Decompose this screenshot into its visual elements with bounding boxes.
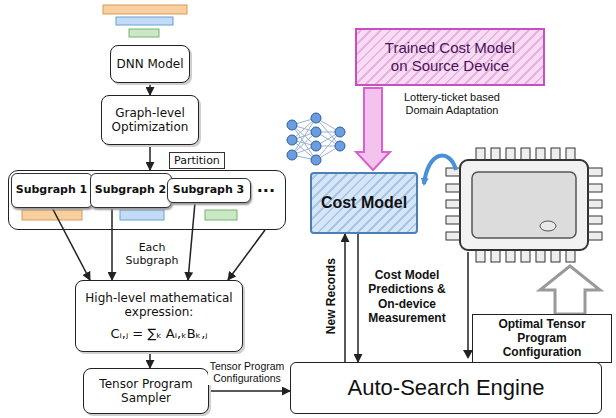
connector [344, 234, 346, 362]
chip-pin [446, 232, 460, 240]
node-text: Graph-level Optimization [102, 106, 198, 135]
process-box: Graph-level Optimization [101, 95, 199, 145]
node-text: High-level mathematical expression: [76, 291, 242, 320]
adaptation-arrow [356, 88, 390, 170]
chip-pin [536, 148, 545, 160]
chip-pin [506, 148, 515, 160]
nn-neuron [287, 150, 297, 160]
connector [149, 83, 151, 95]
chip-pin [588, 184, 602, 192]
subgraph-box: Subgraph 2 [90, 173, 172, 208]
chip-pin [491, 250, 500, 262]
chip-mark [540, 221, 556, 231]
chip-pin [588, 200, 602, 208]
chip-pin [551, 148, 560, 160]
nn-neuron [287, 120, 297, 130]
node-text: Subgraph 3 [173, 183, 245, 196]
note-label: Each Subgraph [122, 241, 182, 267]
chip-pin [446, 168, 460, 176]
node-text: Cᵢ,ⱼ = ∑ₖ Aᵢ,ₖBₖ,ⱼ [110, 326, 207, 342]
neural-network-icon [287, 113, 345, 165]
chip-pins [446, 148, 602, 262]
node-text: Auto-Search Engine [348, 375, 545, 401]
node-text: Trained Cost Model on Source Device [380, 39, 520, 75]
chip-body [460, 160, 588, 250]
connector [149, 352, 151, 368]
nn-neuron [311, 141, 321, 151]
subgraph-box: Subgraph 3 [167, 178, 251, 203]
edge-label: Tensor Program Configurations [208, 360, 286, 385]
connector [357, 234, 359, 362]
config-line [467, 252, 469, 356]
chip-pin [588, 232, 602, 240]
connector [111, 208, 113, 281]
chip-pin [476, 148, 485, 160]
connector [188, 203, 195, 281]
edge-label: New Records [324, 258, 338, 334]
chip-pin [521, 250, 530, 262]
subgraph-box: Subgraph 1 [11, 173, 93, 208]
node-text: ... [257, 177, 275, 196]
node-text: Subgraph 2 [95, 183, 167, 196]
chip-pin [506, 250, 515, 262]
color-bar [120, 210, 164, 220]
group-box: ... Subgraph 1 Subgraph 2 Subgraph 3 [8, 170, 286, 230]
chip-pin [588, 168, 602, 176]
color-bar [205, 210, 237, 220]
nn-neuron [287, 135, 297, 145]
color-bar [22, 210, 82, 220]
edge-label: Lottery-ticket based Domain Adaptation [387, 91, 517, 117]
chip-pin [588, 216, 602, 224]
chip-die [472, 172, 576, 238]
chip-pin [476, 250, 485, 262]
process-box: DNN Model [110, 45, 190, 83]
chip-pin [446, 216, 460, 224]
nn-neuron [311, 113, 321, 123]
node-text: Cost Model [321, 193, 407, 212]
nn-neuron [311, 127, 321, 137]
chip-pin [551, 250, 560, 262]
connector [209, 390, 290, 392]
chip-pin [566, 250, 575, 262]
color-bar [103, 5, 187, 14]
nn-neuron [335, 127, 345, 137]
chip-pin [446, 184, 460, 192]
chip-pin [446, 200, 460, 208]
cost-model-box: Cost Model [310, 172, 418, 234]
node-text: Tensor Program Sampler [84, 377, 208, 406]
process-box: Tensor Program Sampler [83, 368, 209, 414]
hollow-arrow [540, 266, 600, 314]
expression-box: High-level mathematical expression: Cᵢ,ⱼ … [75, 280, 243, 352]
engine-box: Auto-Search Engine [290, 362, 602, 414]
color-bar [116, 17, 173, 25]
color-bar [129, 29, 159, 37]
edge-label: Partition [169, 152, 225, 169]
source-model-box: Trained Cost Model on Source Device [355, 28, 545, 86]
chip-pin [491, 148, 500, 160]
connector [228, 230, 265, 280]
nn-neuron [335, 141, 345, 151]
nn-neuron [311, 155, 321, 165]
feedback-arrow [424, 156, 456, 184]
chip-pin [521, 148, 530, 160]
connector [149, 145, 151, 170]
node-text: DNN Model [116, 57, 183, 71]
output-label: Optimal Tensor Program Configuration [472, 314, 612, 363]
connector [52, 208, 90, 281]
chip-pin [566, 148, 575, 160]
edge-label: Cost Model Predictions & On-device Measu… [366, 268, 448, 326]
chip-pin [536, 250, 545, 262]
node-text: Subgraph 1 [16, 183, 88, 196]
